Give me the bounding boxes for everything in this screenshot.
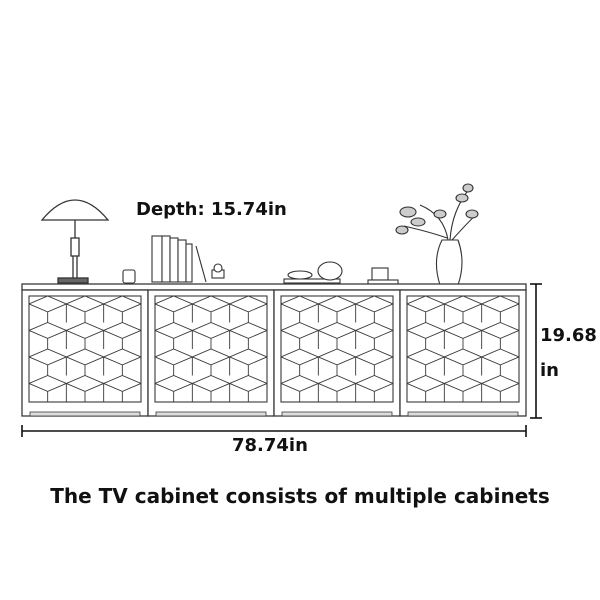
cabinet-module <box>399 289 527 417</box>
caption: The TV cabinet consists of multiple cabi… <box>50 484 550 508</box>
vase-with-branches-icon <box>395 183 479 286</box>
books-icon <box>151 235 207 283</box>
height-dimension-line <box>530 283 542 419</box>
height-unit-label: in <box>540 360 559 381</box>
cabinet-module <box>147 289 275 417</box>
width-label: 78.74in <box>232 435 308 456</box>
candle-icon <box>211 263 225 279</box>
lamp-icon <box>40 199 110 284</box>
cabinet-module <box>21 289 149 417</box>
height-value-label: 19.68 <box>540 325 597 346</box>
cup-icon <box>122 269 136 284</box>
tray-icon <box>283 261 399 285</box>
width-dimension-line <box>21 425 527 437</box>
depth-label: Depth: 15.74in <box>136 199 287 220</box>
cabinet-module <box>273 289 401 417</box>
tv-cabinet <box>21 283 527 417</box>
